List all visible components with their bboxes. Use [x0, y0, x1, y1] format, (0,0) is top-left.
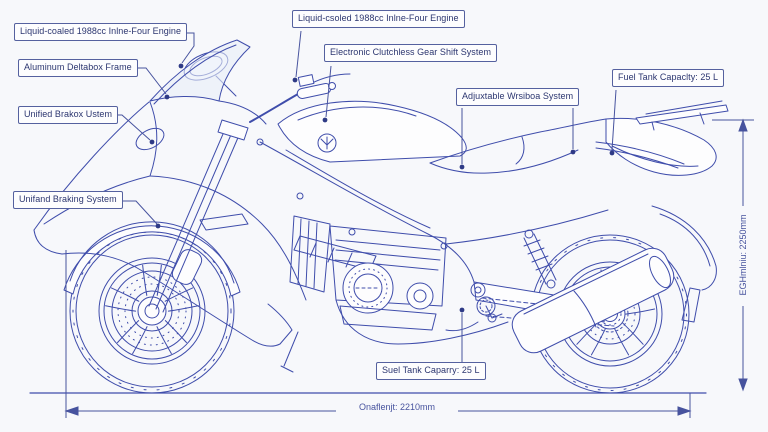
label-windshield-spec: Adjuxtable Wrsiboa System — [456, 88, 580, 106]
front-fairing — [33, 100, 377, 347]
dimension-length — [64, 250, 692, 418]
dimension-height — [712, 118, 754, 392]
headlight-intake — [135, 127, 165, 151]
rear-shock — [523, 229, 557, 289]
label-brake-system-upper: Unified Brakox Ustem — [18, 106, 119, 124]
front-wheel — [69, 228, 235, 394]
tail-section — [595, 100, 729, 323]
handlebar — [249, 73, 351, 123]
label-frame-spec: Aluminum Deltabox Frame — [18, 59, 138, 77]
engine — [289, 215, 509, 345]
fuel-tank — [277, 100, 467, 163]
leader-lines — [108, 30, 617, 362]
brand-logo-icon — [317, 133, 337, 153]
exhaust-muffler — [511, 247, 675, 354]
label-gear-shift-spec: Electronic Clutchless Gear Shift System — [324, 44, 498, 62]
label-fuel-tank-bottom: Suel Tank Caparry: 25 L — [376, 362, 486, 380]
seat — [429, 118, 607, 174]
label-engine-spec-left: Liquid-coaled 1988cc Inlne-Four Engine — [14, 23, 188, 41]
front-brake-caliper — [171, 249, 203, 285]
front-fender — [63, 221, 241, 297]
label-engine-spec-top: Liquid-csoled 1988cc Inlne-Four Engine — [292, 10, 465, 28]
kickstand — [280, 331, 299, 373]
frame — [256, 138, 609, 283]
overall-length-dimension: Onaflenjt: 2210mm — [358, 402, 436, 412]
windscreen — [149, 39, 251, 105]
label-fuel-tank-spec: Fuel Tank Capaclty: 25 L — [612, 69, 725, 87]
leader-dots — [149, 63, 615, 313]
label-brake-system-lower: Unifand Braking System — [13, 191, 123, 209]
foot-controls — [445, 305, 503, 332]
overall-height-dimension: EGHmlniu: 2250mm — [738, 214, 748, 296]
